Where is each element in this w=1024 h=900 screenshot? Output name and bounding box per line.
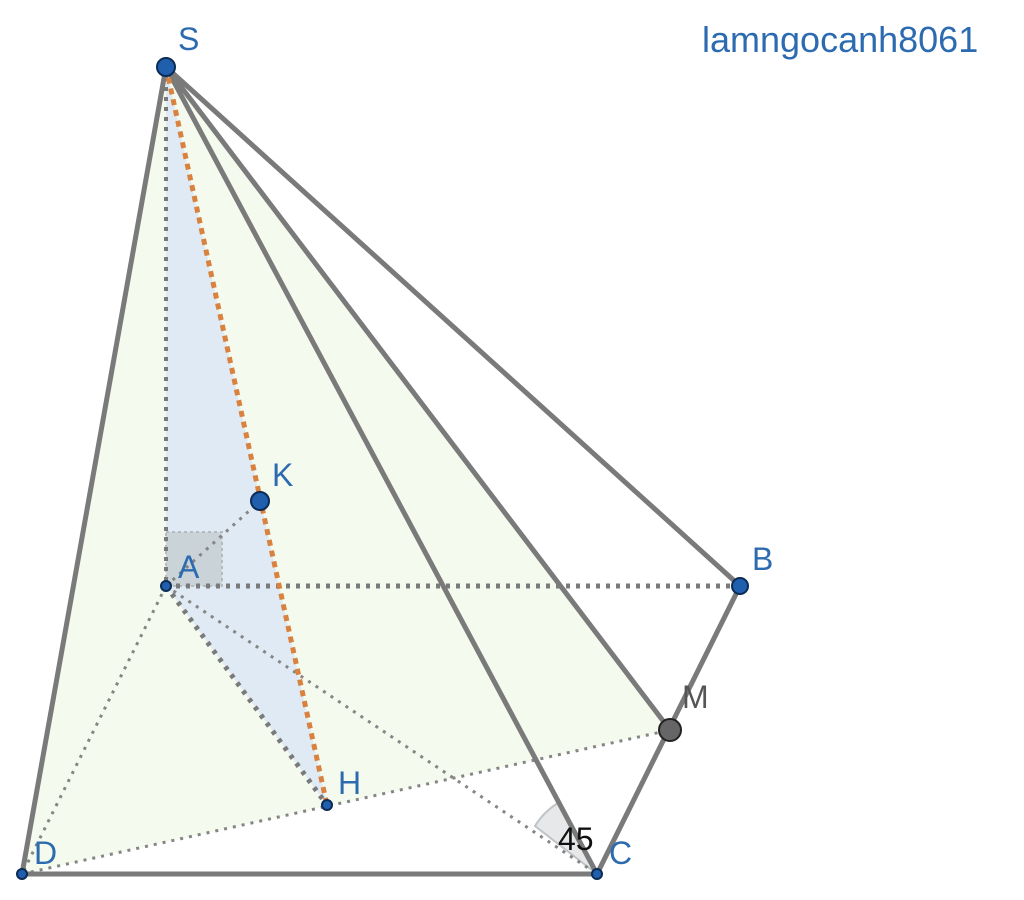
edge-sh-highlight xyxy=(163,66,330,806)
angle-label-c: 45 xyxy=(558,821,594,857)
point-b[interactable] xyxy=(731,577,749,595)
point-h[interactable] xyxy=(321,799,333,811)
edge-ak xyxy=(164,499,262,588)
label-h: H xyxy=(338,765,361,801)
point-c[interactable] xyxy=(591,868,603,880)
edge-sm xyxy=(163,64,673,733)
edge-sb xyxy=(163,64,743,589)
label-c: C xyxy=(609,835,632,871)
label-b: B xyxy=(752,541,773,577)
edge-sc xyxy=(163,64,600,877)
point-s[interactable] xyxy=(156,57,176,77)
point-a[interactable] xyxy=(160,580,172,592)
point-d[interactable] xyxy=(16,868,28,880)
edge-dm xyxy=(21,728,671,876)
label-s: S xyxy=(178,21,199,57)
label-k: K xyxy=(272,457,293,493)
point-m[interactable] xyxy=(658,718,682,742)
label-a: A xyxy=(178,549,200,585)
edge-sd xyxy=(19,64,169,877)
face-sdm xyxy=(22,67,670,874)
label-m: M xyxy=(682,679,709,715)
point-k[interactable] xyxy=(250,491,270,511)
label-d: D xyxy=(34,835,57,871)
watermark: lamngocanh8061 xyxy=(702,19,978,60)
